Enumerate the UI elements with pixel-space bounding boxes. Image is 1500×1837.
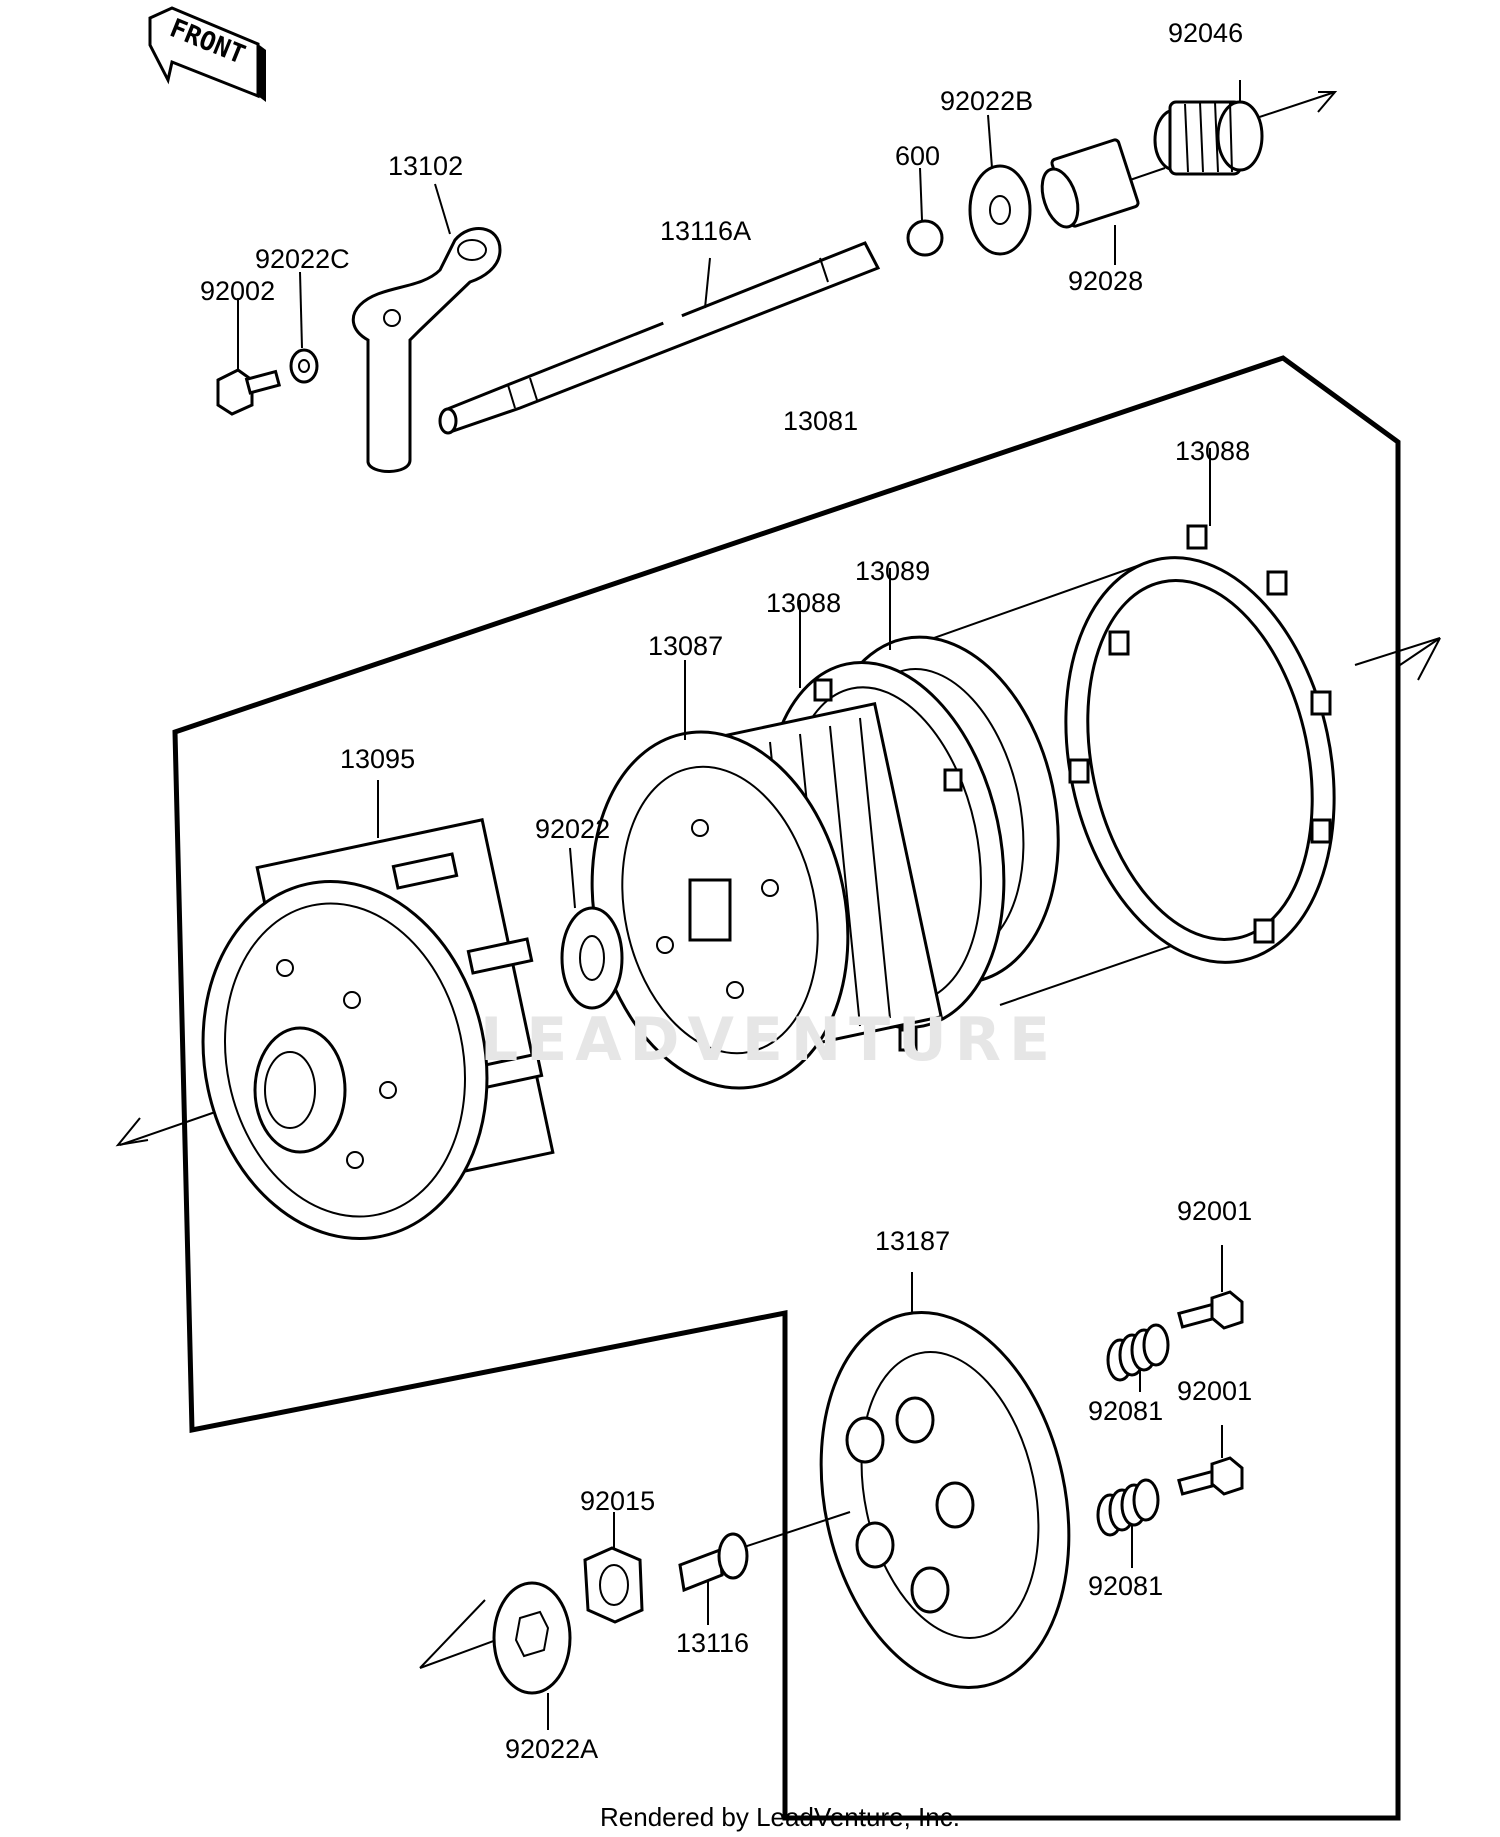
clutch-hub-13087 <box>590 660 943 1090</box>
label-92046: 92046 <box>1168 18 1243 48</box>
release-lever-13102 <box>351 183 502 473</box>
label-92022: 92022 <box>535 814 610 844</box>
pressure-axis-line <box>734 1511 851 1551</box>
ball-600 <box>906 167 944 257</box>
axis-arrow-right <box>1399 637 1441 681</box>
label-92001-top: 92001 <box>1177 1196 1252 1226</box>
lock-washer-92022A <box>419 1581 572 1730</box>
label-92081-bottom: 92081 <box>1088 1571 1163 1601</box>
label-13081: 13081 <box>783 406 858 436</box>
label-92022A: 92022A <box>505 1734 598 1764</box>
label-92028: 92028 <box>1068 266 1143 296</box>
label-13089: 13089 <box>855 556 930 586</box>
pressure-plate-13187 <box>819 1272 1071 1690</box>
label-13102: 13102 <box>388 151 463 181</box>
pack-guide-top <box>899 564 1141 651</box>
bolt-92002 <box>216 298 282 416</box>
label-13116: 13116 <box>676 1628 749 1658</box>
friction-plate-13088-right <box>1064 448 1336 964</box>
label-13095: 13095 <box>340 744 415 774</box>
washer-92022C <box>289 271 319 384</box>
push-pin-13116 <box>678 1532 749 1625</box>
spring-92081-top <box>1106 1323 1170 1392</box>
label-13087: 13087 <box>648 631 723 661</box>
bolt-92001-top <box>1177 1245 1244 1330</box>
label-13187: 13187 <box>875 1226 950 1256</box>
clutch-housing-13095 <box>201 780 555 1240</box>
washer-92022B <box>968 114 1032 256</box>
label-13088-top: 13088 <box>1175 436 1250 466</box>
axis-arrow-left <box>115 1117 149 1147</box>
watermark: LEADVENTURE <box>480 1005 1058 1075</box>
nut-92015 <box>583 1512 644 1624</box>
label-13088-mid: 13088 <box>766 588 841 618</box>
label-92002: 92002 <box>200 276 275 306</box>
label-92022B: 92022B <box>940 86 1033 116</box>
washer-92022 <box>560 847 624 1010</box>
label-92001-bottom: 92001 <box>1177 1376 1252 1406</box>
label-92015: 92015 <box>580 1486 655 1516</box>
spring-92081-bottom <box>1096 1478 1160 1568</box>
label-13116A: 13116A <box>660 216 751 246</box>
assembly-frame <box>172 355 1401 1821</box>
push-rod-13116A <box>438 241 881 435</box>
footer-credit: Rendered by LeadVenture, Inc. <box>600 1802 960 1832</box>
label-92022C: 92022C <box>255 244 350 274</box>
bolt-92001-bottom <box>1177 1425 1244 1496</box>
front-arrow-badge: FRONT <box>148 6 266 102</box>
label-600: 600 <box>895 141 940 171</box>
axis-line-right <box>1354 637 1441 666</box>
label-92081-top: 92081 <box>1088 1396 1163 1426</box>
needle-bearing-92046 <box>1153 80 1338 176</box>
bushing-92028 <box>1040 138 1166 265</box>
